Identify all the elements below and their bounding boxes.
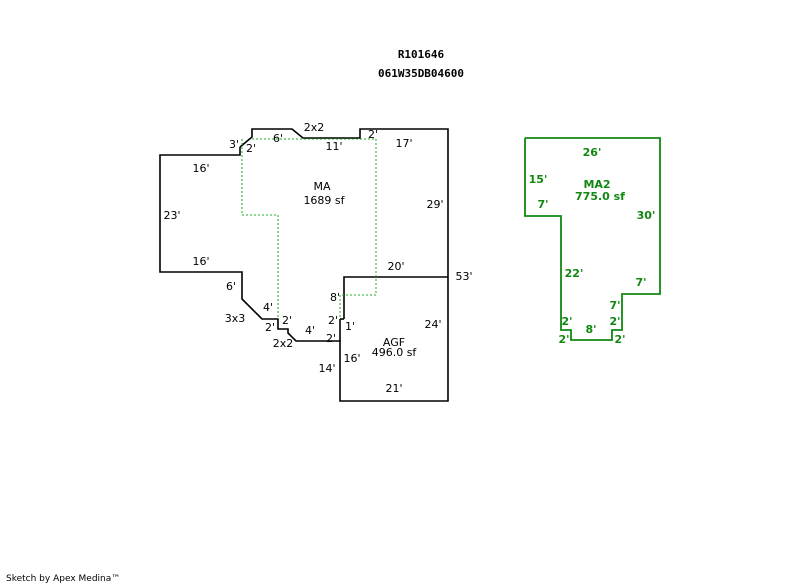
ma2-area: 775.0 sf xyxy=(575,190,625,203)
sketch-credit: Sketch by Apex Medina™ xyxy=(6,574,121,584)
ma2-dim-label: 22' xyxy=(565,267,584,280)
dim-label: 2' xyxy=(326,332,336,345)
dim-label: 17' xyxy=(395,137,412,150)
ma2-dim-label: 2' xyxy=(609,315,620,328)
agf-label: AGF xyxy=(383,336,405,349)
ma2-dim-label: 7' xyxy=(635,276,646,289)
dim-label: 11' xyxy=(325,140,342,153)
dim-label: 3x3 xyxy=(225,312,246,325)
ma2-outline xyxy=(524,137,661,341)
ma2-dim-label: 26' xyxy=(583,146,602,159)
dim-label: 16' xyxy=(343,352,360,365)
parcel-id: R101646 xyxy=(397,48,445,61)
ma2-dim-label: 7' xyxy=(609,299,620,312)
dim-label: 24' xyxy=(424,318,441,331)
dim-label: 23' xyxy=(163,209,180,222)
ma2-label: MA2 xyxy=(583,178,610,191)
dim-label: 20' xyxy=(387,260,404,273)
ma2-dim-label: 8' xyxy=(585,323,596,336)
dim-label: 1' xyxy=(345,320,355,333)
dim-label: 16' xyxy=(192,162,209,175)
dim-label: 2' xyxy=(328,314,338,327)
dim-label: 4' xyxy=(263,301,273,314)
dim-label: 16' xyxy=(192,255,209,268)
dim-label: 3' xyxy=(229,138,239,151)
dim-label: 2' xyxy=(368,128,378,141)
dim-label: 6' xyxy=(226,280,236,293)
ma2-dim-label: 15' xyxy=(529,173,548,186)
ma2-dim-label: 7' xyxy=(537,198,548,211)
dim-label: 2x2 xyxy=(273,337,294,350)
ma-label: MA xyxy=(313,180,330,193)
map-id: 061W35DB04600 xyxy=(377,67,465,80)
ma2-dim-label: 2' xyxy=(561,315,572,328)
dim-label: 14' xyxy=(318,362,335,375)
agf-outline xyxy=(343,276,448,319)
dim-label: 21' xyxy=(385,382,402,395)
dim-label: 4' xyxy=(305,324,315,337)
dim-label: 2' xyxy=(246,142,256,155)
ma2-dim-label: 2' xyxy=(558,333,569,346)
dim-label: 2x2 xyxy=(304,121,325,134)
dim-label: 2' xyxy=(282,314,292,327)
dim-label: 53' xyxy=(455,270,472,283)
ma-dotted-line xyxy=(241,139,279,319)
ma2-dim-label: 2' xyxy=(614,333,625,346)
ma-area: 1689 sf xyxy=(303,194,345,207)
dim-label: 8' xyxy=(330,291,340,304)
dim-label: 29' xyxy=(426,198,443,211)
ma2-dim-label: 30' xyxy=(637,209,656,222)
agf-area: 496.0 sf xyxy=(372,346,418,359)
main-outline xyxy=(159,128,449,402)
dim-label: 2' xyxy=(265,321,275,334)
ma-dotted-line-top xyxy=(252,138,377,319)
dim-label: 6' xyxy=(273,132,283,145)
